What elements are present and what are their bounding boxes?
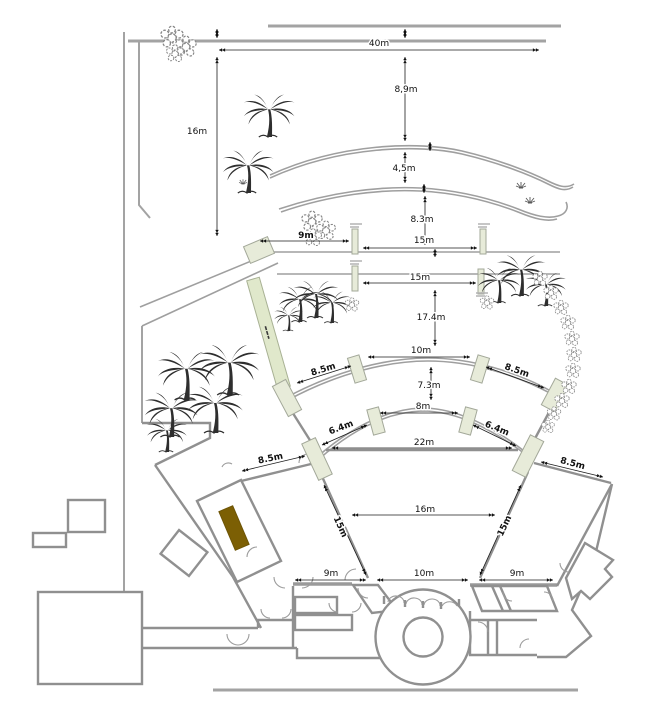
- walkway-edges: [139, 251, 560, 423]
- dim-label-front-left: 9m: [324, 569, 339, 579]
- flower-cluster-icon: [479, 295, 495, 310]
- planter-pads: [218, 223, 570, 551]
- flower-cluster-icon: [344, 297, 360, 312]
- building-outline: [142, 421, 615, 660]
- palm-tree-icon: [274, 306, 304, 332]
- dim-label-hall-left: 15m: [331, 515, 349, 539]
- dim-label-path-gap: 4,5m: [392, 164, 415, 174]
- scalloped-colonnade: [382, 595, 461, 609]
- dim-label-path-offset: 8.3m: [410, 215, 433, 225]
- ramp-label-smudge: [264, 326, 270, 339]
- terrace-arcs: [236, 357, 612, 485]
- dim-label-arc-gap: 7.3m: [417, 381, 440, 391]
- shrub-icon: [515, 181, 527, 189]
- dim-label-hall-right: 15m: [496, 514, 514, 538]
- olive-feature: [218, 505, 250, 551]
- site-annex-blocks: [36, 498, 210, 686]
- rotated-block: [158, 528, 210, 578]
- dim-label-arc2-top: 8m: [416, 402, 431, 412]
- palm-tree-icon: [222, 149, 275, 194]
- dim-label-top-width: 40m: [369, 39, 389, 49]
- curved-garden-paths: [269, 144, 575, 221]
- flower-chain: [532, 270, 582, 433]
- flower-cluster-icon: [166, 44, 184, 62]
- dim-label-terrace-width: 22m: [414, 438, 434, 448]
- dim-label-hall-width: 16m: [415, 505, 435, 515]
- upper-curve-path: [269, 144, 575, 191]
- dim-label-setback-a: 8,9m: [394, 85, 417, 95]
- dim-label-front-center: 10m: [414, 569, 434, 579]
- ramp: [246, 276, 291, 391]
- lower-curve-path: [278, 186, 568, 221]
- dim-label-row2-span: 15m: [410, 273, 430, 283]
- palm-tree-icon: [243, 93, 296, 138]
- dimension-lines: [215, 29, 604, 582]
- dim-label-left-depth: 16m: [187, 127, 207, 137]
- shrub-icon: [524, 196, 536, 204]
- dim-label-arc1-top: 10m: [411, 346, 431, 356]
- dim-label-lawn-depth: 17.4m: [417, 313, 446, 323]
- dim-label-row1-span: 15m: [414, 236, 434, 246]
- boundary-roads: [31, 24, 578, 692]
- dim-label-front-right: 9m: [510, 569, 525, 579]
- reference-ticks: [215, 29, 437, 257]
- dim-label-row1-left: 9m: [298, 231, 314, 241]
- shrub-icon: [238, 178, 248, 185]
- rotunda: [374, 588, 472, 686]
